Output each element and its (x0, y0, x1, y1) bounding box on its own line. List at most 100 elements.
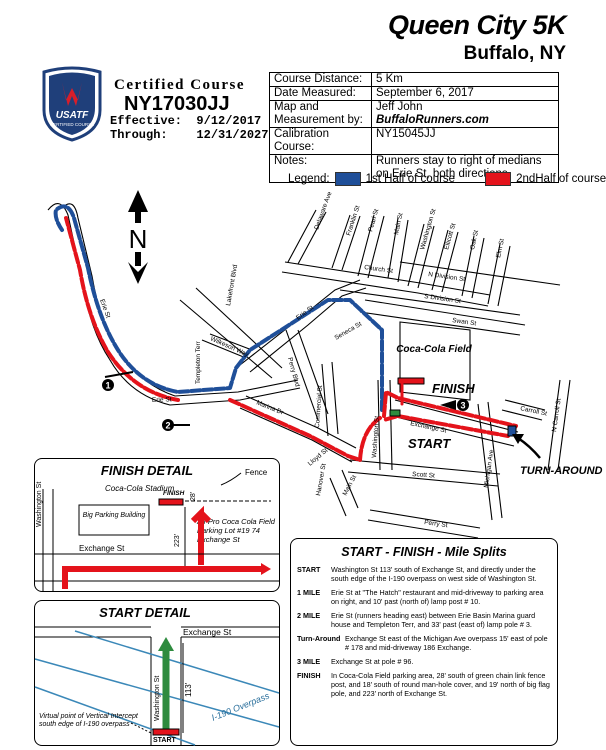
street-label: Main St (393, 212, 404, 235)
street-label: Pearl St (367, 208, 380, 232)
list-item: 2 MILE Erie St (runners heading east) bet… (297, 611, 551, 629)
turnaround-arrow-icon (512, 434, 541, 459)
mile-marker-3-label: 3 (460, 401, 465, 411)
street-label: S Division St (424, 293, 462, 305)
split-key: Turn-Around (297, 634, 341, 643)
parking-lot-label: All-Pro Coca Cola Field Parking Lot #19 … (197, 517, 275, 544)
street-label: N Division St (428, 271, 466, 283)
fence-label: Fence (245, 468, 268, 477)
street-label: Church St (364, 264, 394, 275)
street-label: Lakefront Blvd (225, 264, 239, 307)
through-line: Through: 12/31/2027 (110, 128, 268, 142)
street-label: Elm St (495, 238, 506, 258)
info-label: Map and Measurement by: (269, 100, 372, 128)
split-desc: Erie St (runners heading east) between E… (331, 611, 536, 629)
usatf-logo-text: USATF (56, 110, 89, 121)
course-map: N (47, 190, 603, 539)
start-detail-title: START DETAIL (99, 605, 191, 620)
exchange-label: Exchange St (183, 627, 232, 637)
turnaround-marker (507, 425, 517, 437)
effective-line: Effective: 9/12/2017 (110, 114, 261, 128)
certified-course-heading: Certified Course (114, 77, 246, 93)
split-desc: Exchange St east of the Michigan Ave ove… (345, 634, 548, 652)
mile-marker-1-label: 1 (105, 381, 110, 391)
street-label: Washington St (419, 208, 437, 251)
street-label: Scott St (412, 471, 435, 480)
street-label: N Carroll St (551, 398, 563, 432)
split-desc: Washington St 113' south of Exchange St,… (331, 565, 537, 583)
info-label: Calibration Course: (269, 127, 372, 155)
effective-label: Effective: (110, 114, 183, 128)
washington-label: Washington St (154, 676, 161, 721)
start-label: START (408, 436, 451, 451)
parking-building (78, 504, 150, 536)
legend-label: Legend: (288, 173, 330, 185)
info-value: Runners stay to right of medians on Erie… (371, 154, 559, 183)
street-label: Erie St (152, 396, 172, 404)
split-desc: Exchange St at pole # 96. (331, 657, 414, 666)
start-detail-panel: START DETAIL Exchange St I-190 Overpass … (34, 600, 280, 746)
finish-detail-panel: FINISH DETAIL Fence Coca-Cola Stadium FI… (34, 458, 280, 592)
split-key: 2 MILE (297, 611, 321, 620)
race-title: Queen City 5K (387, 10, 567, 40)
mile-markers: 1 2 3 (102, 371, 541, 459)
start-detail-diagram: START DETAIL Exchange St I-190 Overpass … (34, 605, 280, 746)
table-row: Calibration Course:NY15045JJ (269, 127, 559, 155)
start-marker (389, 409, 401, 417)
street-grid (47, 203, 571, 539)
course-info-table: Course Distance:5 Km Date Measured:Septe… (269, 72, 559, 183)
split-desc: In Coca-Cola Field parking area, 28' sou… (331, 671, 550, 698)
course-route (53, 204, 518, 462)
start-line-marker (152, 728, 180, 736)
street-label: Erie St (295, 304, 315, 321)
through-label: Through: (110, 128, 168, 142)
legend-second-swatch (485, 172, 512, 186)
distance-28: 28' (190, 492, 197, 501)
street-label: Perry St (424, 519, 448, 529)
usatf-logo-subtext: CERTIFIED COURSE (50, 122, 94, 127)
exchange-label: Exchange St (79, 544, 125, 553)
measurer-name: Jeff John (376, 101, 423, 113)
start-detail-start: START (153, 737, 177, 744)
course-number: NY17030JJ (124, 93, 230, 115)
street-label: Hanover St (315, 463, 328, 496)
street-label: Main St (342, 474, 359, 497)
street-label: Michigan Ave (483, 449, 495, 489)
building-label: Big Parking Building (83, 512, 146, 519)
street-label: Templeton Terr (195, 340, 202, 384)
legend-first-swatch (334, 172, 361, 186)
field-label: Coca-Cola Field (396, 344, 472, 355)
street-label: Swan St (452, 317, 477, 327)
legend: Legend: 1st Half of course 2ndHalf of co… (288, 172, 606, 186)
street-label: Washington St (371, 416, 381, 459)
split-key: 3 MILE (297, 657, 321, 666)
legend-second-label: 2ndHalf of course (516, 173, 606, 185)
mile-marker-2-label: 2 (165, 421, 170, 431)
usatf-logo: USATF CERTIFIED COURSE (42, 66, 102, 142)
effective-date: 9/12/2017 (196, 114, 262, 128)
split-desc: Erie St at "The Hatch" restaurant and mi… (331, 588, 544, 606)
north-label: N (129, 224, 148, 254)
mile-marker-3: 3 (440, 399, 469, 411)
washington-label: Washington St (36, 482, 43, 527)
overpass-label: I-190 Overpass (210, 690, 271, 723)
mile-marker-1: 1 (102, 371, 134, 391)
legend-first-label: 1st Half of course (365, 173, 456, 185)
list-item: 3 MILE Exchange St at pole # 96. (297, 657, 551, 666)
stadium-label: Coca-Cola Stadium (105, 484, 175, 493)
north-arrow-icon: N (128, 190, 148, 284)
measurer-website: BuffaloRunners.com (376, 114, 489, 126)
street-label: Commercial St (314, 385, 324, 428)
mile-marker-2: 2 (162, 419, 190, 431)
finish-line-marker (158, 498, 184, 506)
info-value: September 6, 2017 (371, 86, 559, 101)
mile-splits-title: START - FINISH - Mile Splits (341, 545, 507, 559)
street-label: Seneca St (334, 321, 364, 342)
finish-detail-diagram: FINISH DETAIL Fence Coca-Cola Stadium FI… (35, 463, 279, 591)
